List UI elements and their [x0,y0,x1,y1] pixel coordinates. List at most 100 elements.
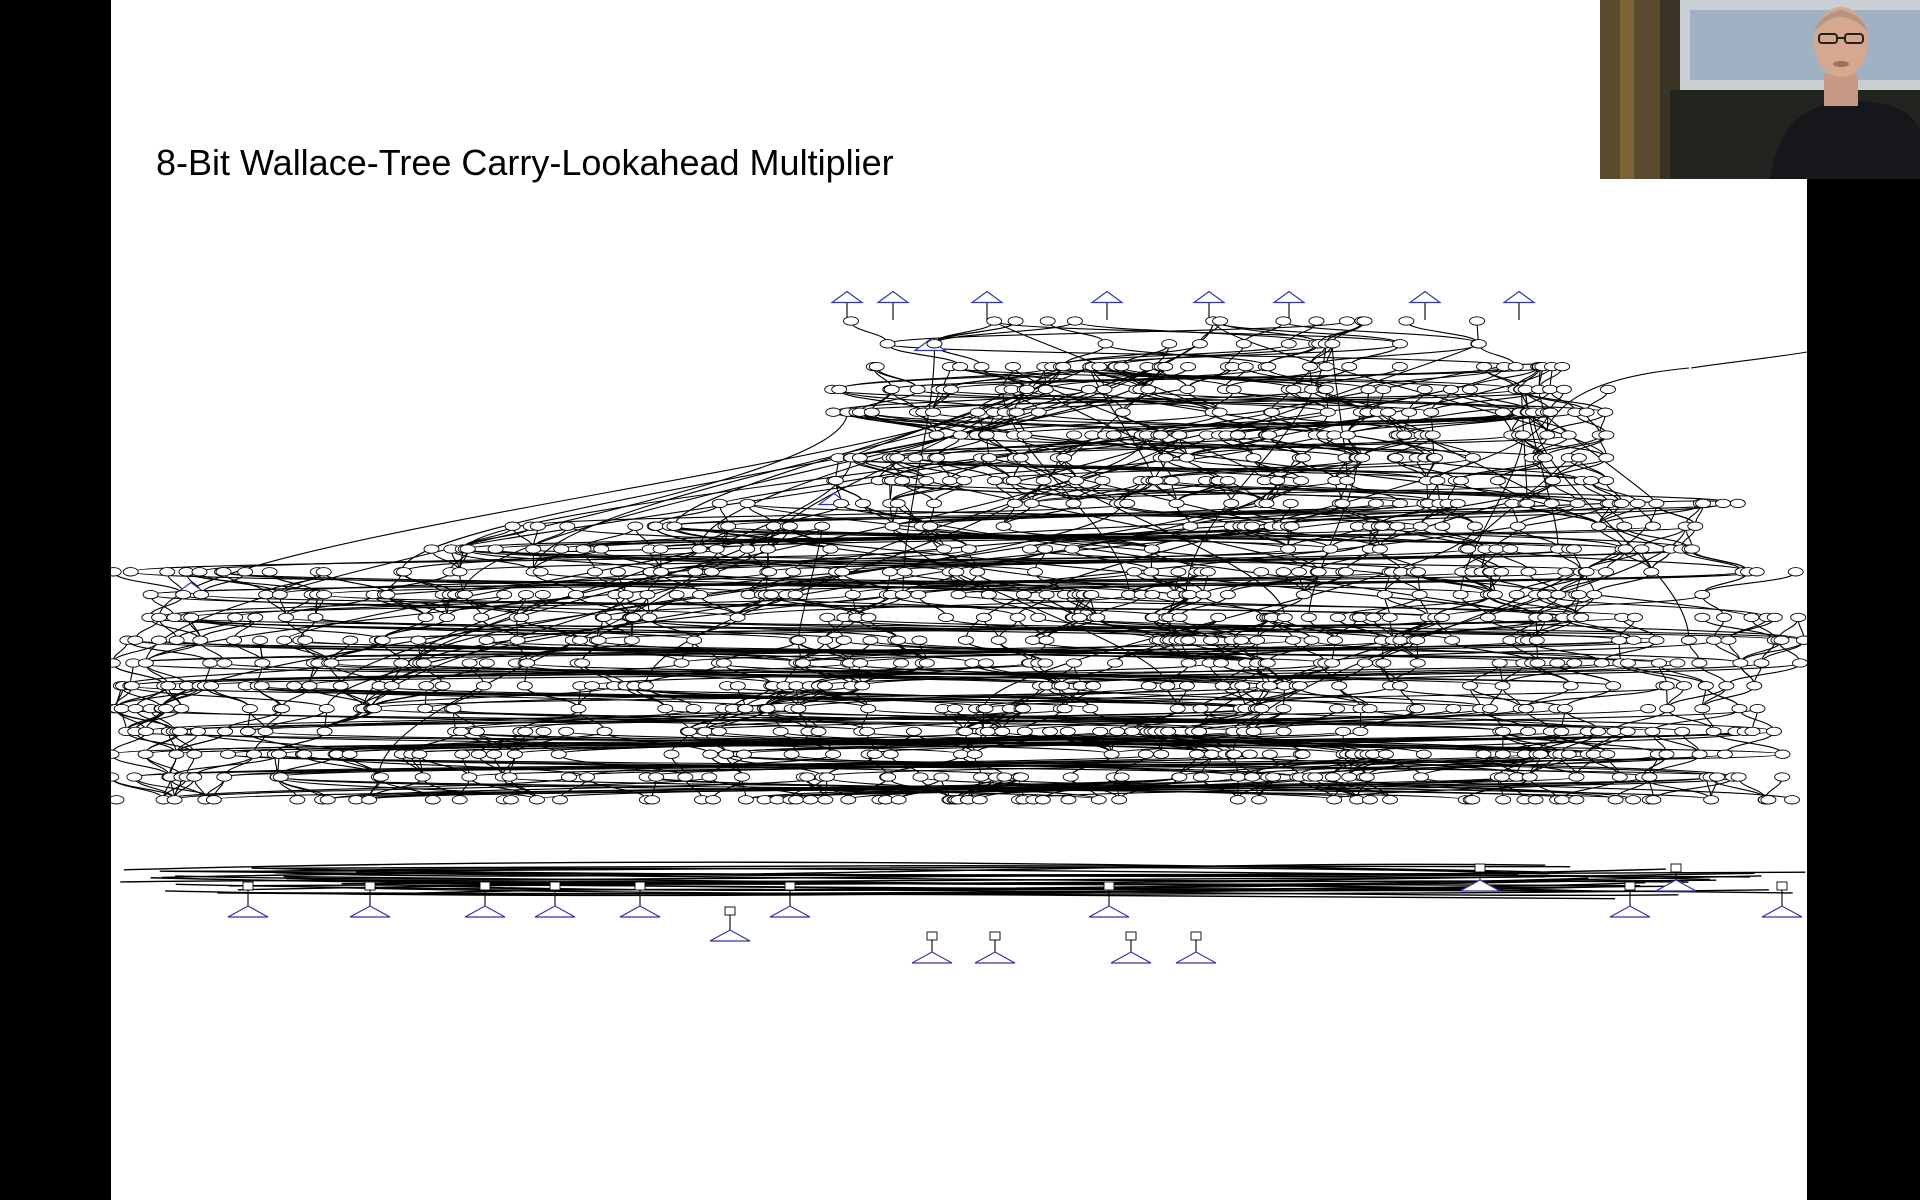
gate-node [1495,750,1510,758]
gate-node [176,590,191,598]
gate-node [597,727,612,735]
gate-node [460,545,475,553]
gate-node [1626,636,1641,644]
gate-node [1204,750,1219,758]
gate-node [1710,773,1725,781]
gate-node [1445,636,1460,644]
gate-node [1761,796,1776,804]
gate-node [926,408,941,416]
gate-node [800,773,815,781]
gate-node [502,773,517,781]
gate-node [820,613,835,621]
gate-node [553,796,568,804]
gate-node [1213,659,1228,667]
gate-node [895,476,910,484]
gate-node [1309,317,1324,325]
gate-node [1260,659,1275,667]
gate-node [174,704,189,712]
gate-node [1685,545,1700,553]
gate-node [1169,499,1184,507]
gate-node [855,499,870,507]
gate-node [1220,590,1235,598]
gate-node [1291,568,1306,576]
gate-node [1538,613,1553,621]
gate-node [594,545,609,553]
gate-node [654,568,669,576]
gate-node [1468,522,1483,530]
gate-node [1172,773,1187,781]
gate-node [476,682,491,690]
output-box [635,882,645,890]
gate-node [1775,773,1790,781]
gate-node [1230,796,1245,804]
gate-node [240,727,255,735]
gate-node [967,750,982,758]
gate-node [1183,522,1198,530]
gate-node [1231,773,1246,781]
gate-node [1414,773,1429,781]
gate-node [1509,590,1524,598]
gate-node [111,750,119,758]
gate-node [1270,476,1285,484]
gate-node [1008,317,1023,325]
gate-node [191,727,206,735]
gate-node [1031,613,1046,621]
gate-node [943,385,958,393]
gate-node [709,545,724,553]
gate-node [1148,476,1163,484]
gate-node [1215,682,1230,690]
gate-node [706,796,721,804]
gate-node [1276,317,1291,325]
gate-node [996,522,1011,530]
gate-node [1453,590,1468,598]
gate-node [1009,408,1024,416]
gate-node [682,727,697,735]
gate-node [766,522,781,530]
gate-node [885,522,900,530]
gate-node [1193,704,1208,712]
gate-node [1561,431,1576,439]
gate-node [128,704,143,712]
gate-node [1236,340,1251,348]
gate-node [317,590,332,598]
gate-node [479,636,494,644]
gate-node [1007,499,1022,507]
gate-node [1579,568,1594,576]
gate-node [217,659,232,667]
gate-node [1204,636,1219,644]
gate-node [1692,750,1707,758]
gate-node [1286,636,1301,644]
gate-node [1005,362,1020,370]
gate-node [1340,317,1355,325]
gate-node [1112,796,1127,804]
gate-node [1319,362,1334,370]
gate-node [1392,362,1407,370]
output-terminal [228,906,268,917]
gate-node [474,613,489,621]
gate-node [1520,499,1535,507]
output-terminal [770,906,810,917]
gate-node [997,773,1012,781]
gate-node [1732,704,1747,712]
gate-node [571,704,586,712]
gate-node [1227,750,1242,758]
gate-node [740,499,755,507]
gate-node [1358,659,1373,667]
gate-node [908,454,923,462]
gate-node [1695,590,1710,598]
gate-node [396,568,411,576]
gate-node [462,659,477,667]
gate-node [1592,522,1607,530]
gate-node [1646,796,1661,804]
gate-node [138,659,153,667]
gate-node [1692,659,1707,667]
gate-node [203,659,218,667]
gate-node [1388,454,1403,462]
gate-node [894,659,909,667]
gate-node [788,590,803,598]
gate-node [173,727,188,735]
gate-node [1754,659,1769,667]
output-box [1475,864,1485,872]
gate-node [536,727,551,735]
gate-node [514,613,529,621]
